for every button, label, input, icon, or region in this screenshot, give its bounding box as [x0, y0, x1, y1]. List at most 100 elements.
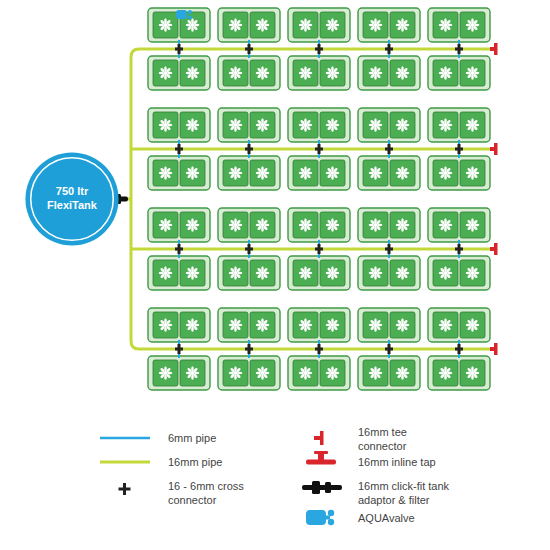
tray-base	[218, 156, 280, 190]
plant-leaf	[261, 66, 264, 71]
plant-leaf	[331, 318, 334, 323]
plant-leaf	[331, 66, 334, 71]
tray-base	[428, 308, 490, 342]
plant-pot	[363, 60, 388, 86]
cross-connector-sample	[119, 483, 131, 495]
tray-base	[428, 56, 490, 90]
plant-pot	[390, 360, 415, 386]
tray-base	[218, 56, 280, 90]
end-fitting	[494, 143, 498, 155]
plant-leaf	[164, 218, 167, 223]
plant-centre	[374, 371, 378, 375]
plant-leaf	[401, 18, 404, 23]
plant-centre	[191, 323, 195, 327]
plant-leaf	[304, 18, 307, 23]
plant-leaf	[191, 327, 194, 332]
plant-centre	[261, 371, 265, 375]
plant-pot	[223, 260, 248, 286]
plant-centre	[191, 371, 195, 375]
plant-centre	[164, 23, 168, 27]
plant-leaf	[167, 172, 172, 175]
plant-leaf	[191, 127, 194, 132]
plant-leaf	[466, 372, 471, 375]
plant-leaf	[261, 166, 264, 171]
plant-leaf	[374, 318, 377, 323]
plant-pot	[433, 312, 458, 338]
plant-leaf	[194, 72, 199, 75]
plant-leaf	[304, 227, 307, 232]
plant-pot	[363, 312, 388, 338]
legend-label: 16mm click-fit tank adaptor & filter	[358, 479, 488, 508]
plant-leaf	[261, 227, 264, 232]
plant-centre	[304, 23, 308, 27]
plant-leaf	[261, 327, 264, 332]
plant-leaf	[447, 124, 452, 127]
tray-base	[148, 56, 210, 90]
plant-leaf	[304, 218, 307, 223]
plant-leaf	[334, 172, 339, 175]
plant-pot	[250, 212, 275, 238]
plant-leaf	[404, 324, 409, 327]
plant-leaf	[237, 124, 242, 127]
grow-tray	[288, 208, 350, 242]
plant-leaf	[264, 24, 269, 27]
plant-leaf	[299, 272, 304, 275]
plant-pot	[250, 260, 275, 286]
plant-leaf	[369, 324, 374, 327]
plant-leaf	[401, 227, 404, 232]
plant-centre	[234, 171, 238, 175]
legend-label: 16 - 6mm cross connector	[168, 479, 268, 508]
plant-leaf	[237, 224, 242, 227]
plant-pot	[460, 112, 485, 138]
plant-leaf	[164, 266, 167, 271]
plant-leaf	[401, 218, 404, 223]
plant-leaf	[369, 272, 374, 275]
plant-leaf	[401, 75, 404, 80]
grow-tray	[288, 108, 350, 142]
plant-leaf	[331, 118, 334, 123]
plant-centre	[471, 171, 475, 175]
plant-leaf	[471, 227, 474, 232]
plant-centre	[191, 271, 195, 275]
plant-leaf	[444, 366, 447, 371]
plant-pot	[180, 260, 205, 286]
plant-leaf	[374, 118, 377, 123]
plant-pot	[180, 212, 205, 238]
plant-leaf	[167, 72, 172, 75]
plant-centre	[191, 123, 195, 127]
plant-leaf	[374, 227, 377, 232]
plant-leaf	[474, 124, 479, 127]
plant-leaf	[229, 172, 234, 175]
plant-leaf	[447, 324, 452, 327]
plant-leaf	[374, 66, 377, 71]
plant-leaf	[466, 272, 471, 275]
tray-base	[358, 8, 420, 42]
cross-connector	[245, 148, 253, 151]
plant-leaf	[186, 324, 191, 327]
cross-connector	[315, 148, 323, 151]
plant-centre	[444, 171, 448, 175]
tray-base	[358, 108, 420, 142]
plant-leaf	[264, 172, 269, 175]
tray-base	[148, 256, 210, 290]
plant-leaf	[229, 124, 234, 127]
cross-connector	[385, 248, 393, 251]
plant-leaf	[256, 372, 261, 375]
plant-leaf	[159, 124, 164, 127]
plant-pot	[363, 212, 388, 238]
end-fitting	[494, 243, 498, 255]
plant-leaf	[447, 24, 452, 27]
plant-leaf	[331, 227, 334, 232]
plant-leaf	[377, 72, 382, 75]
plant-leaf	[331, 366, 334, 371]
plant-leaf	[471, 318, 474, 323]
plant-centre	[444, 223, 448, 227]
plant-leaf	[447, 72, 452, 75]
plant-pot	[390, 312, 415, 338]
tank-ring	[31, 158, 114, 241]
plant-leaf	[159, 24, 164, 27]
plant-leaf	[404, 172, 409, 175]
grow-tray	[358, 108, 420, 142]
plant-pot	[460, 360, 485, 386]
plant-pot	[153, 360, 178, 386]
